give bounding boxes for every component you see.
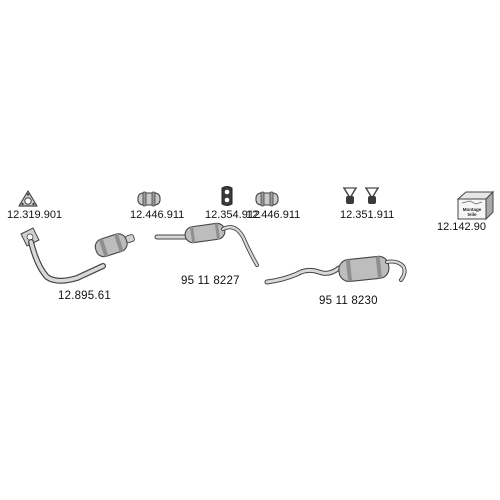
- part-number-hanger: 12.354.912: [205, 209, 261, 221]
- part-number-clamp-left: 12.446.911: [130, 209, 185, 221]
- part-number-mount-pair: 12.351.911: [340, 209, 395, 221]
- rubber-mount-pair-icon[interactable]: [342, 184, 382, 206]
- catalytic-converter-icon[interactable]: [15, 222, 135, 292]
- triangle-gasket-icon[interactable]: [18, 190, 38, 208]
- kit-box-label-line1: Montage: [463, 207, 482, 212]
- part-number-catalytic-converter: 12.895.61: [58, 290, 111, 302]
- pipe-clamp-icon[interactable]: [137, 191, 161, 207]
- part-number-gasket: 12.319.901: [7, 209, 63, 221]
- part-number-rear-muffler: 95 11 8230: [319, 295, 378, 307]
- rubber-hanger-icon[interactable]: [219, 186, 235, 206]
- part-number-front-muffler: 95 11 8227: [181, 275, 240, 287]
- kit-box-label-line2: teile: [467, 212, 477, 217]
- front-muffler-icon[interactable]: [153, 215, 263, 275]
- rear-muffler-icon[interactable]: [263, 250, 413, 295]
- pipe-clamp-icon[interactable]: [255, 191, 279, 207]
- mounting-kit-box-icon[interactable]: Montage teile: [456, 190, 495, 221]
- part-number-kit: 12.142.90: [437, 221, 486, 233]
- part-number-clamp-right: 12.446.911: [246, 209, 301, 221]
